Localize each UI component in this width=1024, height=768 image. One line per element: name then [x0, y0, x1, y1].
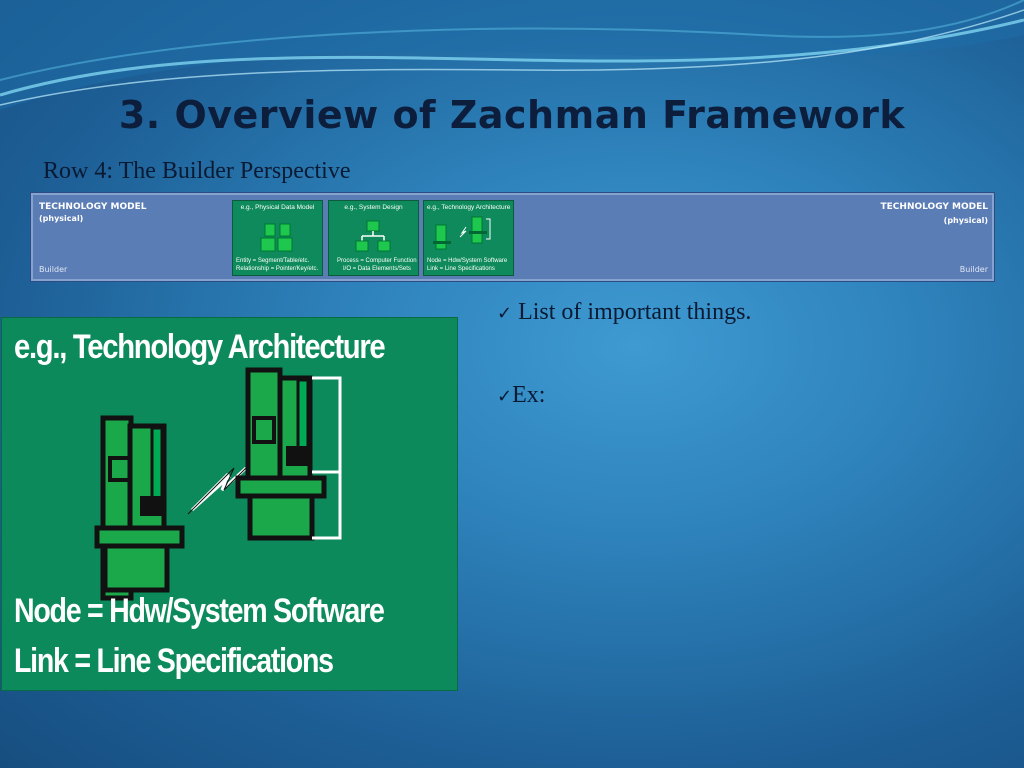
cell-line-1: Process = Computer Function	[337, 258, 417, 264]
cell-line-2: Link = Line Specifications	[427, 266, 495, 272]
bullet-text: List of important things.	[512, 299, 752, 325]
slide-subtitle: Row 4: The Builder Perspective	[43, 158, 351, 184]
strip-right-physical-label: (physical)	[943, 216, 988, 225]
strip-left-builder-label: Builder	[39, 265, 68, 274]
system-design-icon	[355, 220, 391, 252]
bullet-text: Ex:	[512, 382, 546, 408]
cell-header: e.g., Physical Data Model	[240, 204, 315, 211]
cell-physical-data-model: e.g., Physical Data Model Entity = Segme…	[232, 200, 323, 276]
figure-link-line: Link = Line Specifications	[14, 642, 334, 680]
left-node-icon	[94, 415, 185, 601]
cell-header: e.g., Technology Architecture	[427, 204, 511, 211]
data-model-icon	[260, 223, 293, 252]
slide-title: 3. Overview of Zachman Framework	[118, 93, 906, 137]
figure-node-line: Node = Hdw/System Software	[14, 592, 385, 630]
cell-technology-architecture: e.g., Technology Architecture Node = Hdw…	[423, 200, 514, 276]
checkmark-icon: ✓	[497, 303, 513, 324]
checkmark-icon: ✓	[497, 386, 513, 407]
technology-architecture-figure: e.g., Technology Architecture Node = Hdw…	[1, 317, 458, 691]
cell-line-1: Entity = Segment/Table/etc.	[236, 258, 310, 264]
right-node-icon	[235, 367, 327, 541]
cell-line-2: Relationship = Pointer/Key/etc.	[236, 266, 319, 272]
strip-right-model-label: TECHNOLOGY MODEL	[880, 202, 988, 212]
strip-right-builder-label: Builder	[959, 265, 988, 274]
network-nodes-icon	[433, 216, 491, 250]
bracket-icon	[312, 376, 342, 540]
cell-header: e.g., System Design	[344, 204, 403, 211]
bullet-list-item: ✓ List of important things.	[497, 299, 751, 326]
strip-left-physical-label: (physical)	[39, 214, 84, 223]
cell-line-2: I/O = Data Elements/Sets	[343, 266, 411, 272]
strip-left-model-label: TECHNOLOGY MODEL	[39, 202, 147, 212]
cell-line-1: Node = Hdw/System Software	[427, 258, 508, 264]
header-waves	[0, 0, 1024, 110]
zachman-row-strip: TECHNOLOGY MODEL (physical) Builder TECH…	[30, 192, 995, 282]
bullet-list-item: ✓Ex:	[497, 382, 545, 409]
figure-heading: e.g., Technology Architecture	[14, 328, 386, 366]
hardware-nodes-illustration	[94, 367, 342, 601]
cell-system-design: e.g., System Design Process = Computer F…	[328, 200, 419, 276]
